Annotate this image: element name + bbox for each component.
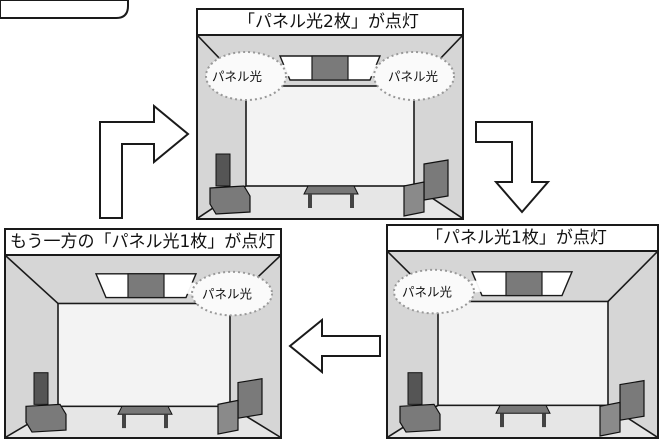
light-highlight: [191, 270, 273, 317]
panel-other-one-light: もう一方の「パネル光1枚」が点灯 パネル光: [4, 228, 282, 439]
room-illustration: パネル光: [6, 256, 280, 437]
light-label-left: パネル光: [212, 69, 262, 84]
panel-one-light: 「パネル光1枚」が点灯 パネル光: [386, 224, 659, 439]
panel-two-lights: 「パネル光2枚」が点灯: [196, 8, 464, 220]
header-tab-shape: [0, 0, 129, 19]
panel-title: 「パネル光2枚」が点灯: [198, 10, 462, 36]
light-label: パネル光: [402, 285, 452, 300]
panel-title: 「パネル光1枚」が点灯: [388, 226, 657, 252]
arrow-up-right-icon: [99, 104, 190, 219]
light-label-right: パネル光: [388, 69, 438, 84]
light-highlight-right: [373, 51, 455, 101]
arrow-down-icon: [475, 121, 551, 214]
light-highlight-left: [205, 51, 287, 101]
panel-title: もう一方の「パネル光1枚」が点灯: [6, 230, 280, 256]
arrow-left-icon: [288, 318, 381, 374]
room-illustration: パネル光: [388, 252, 657, 437]
room-illustration: パネル光 パネル光: [198, 36, 462, 218]
light-highlight: [393, 268, 475, 315]
light-label: パネル光: [202, 287, 252, 302]
